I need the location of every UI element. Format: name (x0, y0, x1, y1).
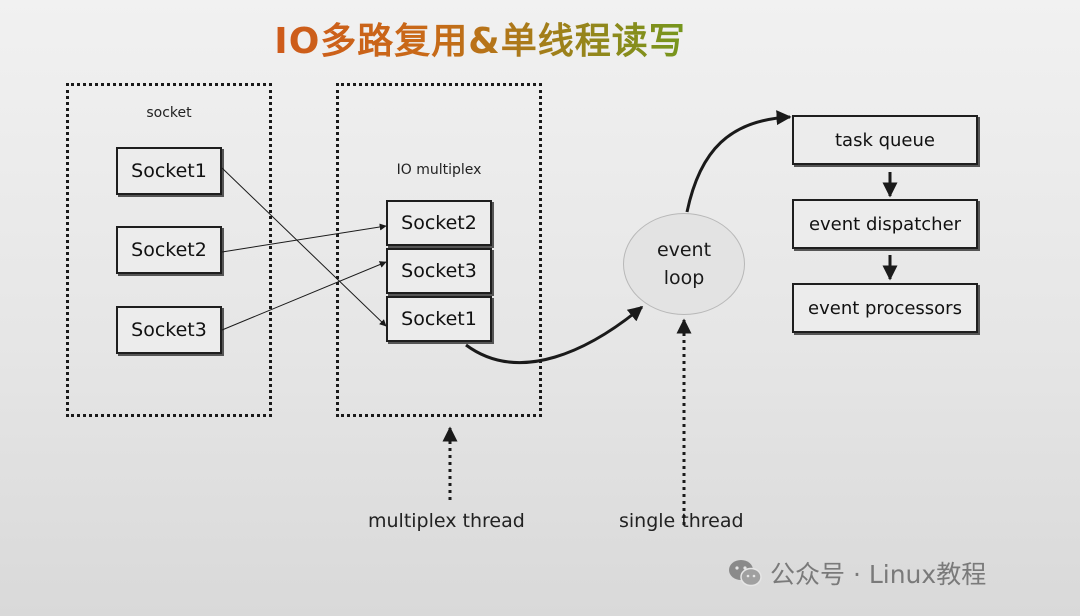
multiplex-group-frame (336, 83, 542, 417)
wechat-icon (729, 560, 762, 587)
watermark: 公众号 · Linux教程 (728, 555, 986, 591)
event-loop-to-task-queue-arrow (685, 110, 792, 213)
event-loop-node: event loop (623, 213, 745, 315)
socket1-to-multiplex-arrow (221, 167, 387, 327)
multiplex-socket-1: Socket1 (386, 296, 492, 342)
multiplex-thread-label: multiplex thread (368, 510, 525, 532)
task-queue-box: task queue (792, 115, 978, 165)
socket-box-1: Socket1 (116, 147, 222, 195)
multiplex-socket-2: Socket2 (386, 200, 492, 246)
socket2-to-multiplex-arrow (221, 223, 387, 253)
socket-box-3: Socket3 (116, 306, 222, 354)
socket3-to-multiplex-arrow (221, 261, 387, 331)
socket-box-2: Socket2 (116, 226, 222, 274)
event-loop-line2: loop (663, 267, 705, 289)
socket-group-label: socket (146, 105, 192, 121)
watermark-text: 公众号 · Linux教程 (770, 560, 987, 589)
single-thread-label: single thread (619, 510, 744, 532)
socket-group-frame (66, 83, 272, 417)
multiplex-to-event-loop-arrow (465, 305, 644, 364)
multiplex-socket-3: Socket3 (386, 248, 492, 294)
event-processors-box: event processors (792, 283, 978, 333)
multiplex-group-label: IO multiplex (396, 162, 482, 178)
event-dispatcher-box: event dispatcher (792, 199, 978, 249)
event-loop-line1: event (656, 239, 712, 261)
diagram-title: IO多路复用&单线程读写 (0, 12, 960, 64)
